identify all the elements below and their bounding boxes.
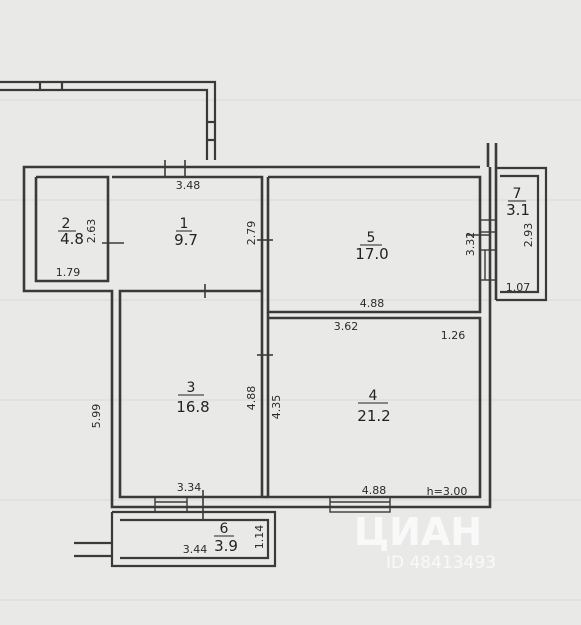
dimension-labels-vertical: 2.63 2.79 3.32 2.93 4.88 4.35 5.99 1.14 (85, 219, 535, 550)
door-marks (102, 160, 490, 520)
room-6-area: 3.9 (214, 537, 238, 555)
room-4-number: 4 (369, 388, 378, 404)
room-4-area: 21.2 (357, 407, 390, 425)
dim-room2-left: 2.63 (85, 219, 98, 244)
room-5-number: 5 (367, 230, 376, 246)
dim-room4-top-right: 1.26 (441, 329, 466, 342)
dim-room7-bottom: 1.07 (506, 281, 531, 294)
room-2-number: 2 (62, 216, 71, 232)
room-7-outline (496, 166, 548, 302)
room-6-number: 6 (220, 521, 229, 537)
dim-room3-right: 4.88 (245, 386, 258, 411)
room-7-area: 3.1 (506, 201, 530, 219)
watermark-id: ID 48413493 (386, 553, 496, 573)
room-1-number: 1 (180, 216, 189, 232)
external-walls (0, 80, 217, 160)
dim-room2-bottom: 1.79 (56, 266, 81, 279)
dim-outer-left: 5.99 (90, 404, 103, 429)
room-2-area: 4.8 (60, 230, 84, 248)
dimension-labels: 3.48 1.79 4.88 1.07 3.62 1.26 3.34 4.88 … (56, 179, 531, 556)
dim-room7-right: 2.93 (522, 223, 535, 248)
dim-room3-bottom: 3.34 (177, 481, 202, 494)
room-7-number: 7 (513, 186, 522, 202)
dim-room6-bottom: 3.44 (183, 543, 208, 556)
dim-room6-right: 1.14 (253, 525, 266, 550)
dim-ceiling-height: h=3.00 (427, 485, 468, 498)
watermark: ЦИАН ID 48413493 (354, 510, 496, 573)
room-3-area: 16.8 (176, 398, 209, 416)
windows (154, 219, 497, 513)
room-labels: 2 4.8 1 9.7 5 17.0 7 3.1 3 16.8 4 21.2 6… (58, 186, 530, 555)
room-5-area: 17.0 (355, 245, 388, 263)
room-3-number: 3 (187, 380, 196, 396)
room-6-outline (74, 510, 277, 568)
watermark-brand: ЦИАН (354, 510, 482, 554)
dim-room4-bottom: 4.88 (362, 484, 387, 497)
dim-room4-left: 4.35 (270, 395, 283, 420)
dim-room5-bottom: 4.88 (360, 297, 385, 310)
dim-room5-right: 3.32 (464, 232, 477, 257)
room-1-area: 9.7 (174, 231, 198, 249)
outer-walls (22, 143, 498, 509)
dim-room1-top: 3.48 (176, 179, 201, 192)
paper-grid (0, 99, 581, 601)
dim-room1-right: 2.79 (245, 221, 258, 246)
dim-room4-top: 3.62 (334, 320, 359, 333)
